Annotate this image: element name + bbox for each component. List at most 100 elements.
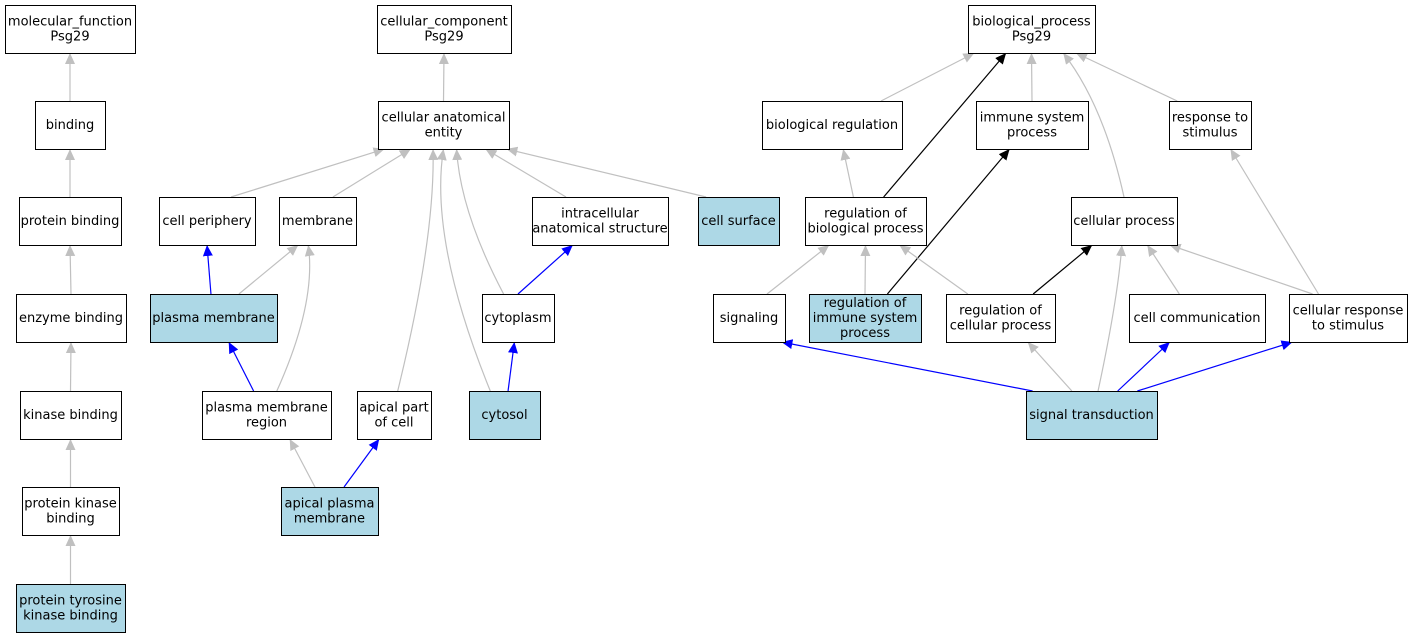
edge-is-a-cytosol-to-cae — [436, 148, 491, 392]
edge-layer — [65, 52, 1320, 584]
node-box — [1129, 294, 1266, 343]
edge-part-of-signal-transduction-to-signaling — [781, 339, 1033, 392]
node-label-line: cellular process — [950, 319, 1052, 334]
edge-is-a-reg-cp-to-reg-bp — [899, 244, 969, 295]
node-label-line: protein tyrosine — [19, 594, 122, 609]
node-box — [377, 5, 512, 54]
node-label-line: immune system — [980, 111, 1085, 126]
edge-is-a-enzyme-binding-to-protein-binding — [65, 244, 76, 295]
node-label-line: cytoplasm — [484, 311, 551, 326]
node-box — [1071, 197, 1178, 246]
node-box — [713, 294, 786, 343]
go-term-node-membrane[interactable]: membrane — [279, 197, 357, 246]
node-box — [482, 294, 555, 343]
node-label-line: protein kinase — [24, 497, 116, 512]
edge-regulates-reg-bp-to-bp-root — [883, 52, 1007, 198]
node-label-line: kinase binding — [23, 609, 118, 624]
go-term-node-cytoplasm[interactable]: cytoplasm — [482, 294, 555, 343]
edge-part-of-apical-pm-to-apical-part — [343, 438, 380, 488]
node-box — [279, 197, 357, 246]
node-box — [1026, 391, 1158, 440]
edge-regulates-reg-cp-to-cellular-process — [1032, 244, 1093, 295]
go-term-node-cytosol[interactable]: cytosol — [469, 391, 541, 440]
node-label-line: cytosol — [481, 408, 527, 423]
node-box — [378, 101, 510, 150]
go-term-node-bio-reg[interactable]: biological regulation — [762, 101, 903, 150]
node-box — [968, 5, 1096, 54]
go-term-node-signaling[interactable]: signaling — [713, 294, 786, 343]
edge-is-a-plasma-membrane-to-membrane — [238, 244, 299, 295]
edge-is-a-reg-bp-to-bio-reg — [840, 148, 854, 198]
node-label-line: kinase binding — [23, 408, 118, 423]
node-label-line: of cell — [374, 416, 413, 431]
go-term-node-enzyme-binding[interactable]: enzyme binding — [16, 294, 127, 343]
node-label-line: process — [840, 326, 890, 341]
edge-part-of-cytoplasm-to-ias — [517, 244, 574, 295]
edge-is-a-signal-transduction-to-cellular-process — [1097, 244, 1127, 392]
go-term-node-protein-binding[interactable]: protein binding — [19, 197, 122, 246]
go-term-node-kinase-binding[interactable]: kinase binding — [20, 391, 122, 440]
node-label-line: to stimulus — [1312, 319, 1384, 334]
go-term-node-cellular-process[interactable]: cellular process — [1071, 197, 1178, 246]
node-label-line: process — [1007, 126, 1057, 141]
node-label-line: molecular_function — [8, 15, 132, 30]
node-box — [805, 197, 927, 246]
node-label-line: apical part — [359, 401, 428, 416]
node-box — [35, 101, 106, 150]
edge-is-a-cytoplasm-to-cae — [452, 148, 505, 295]
node-label-line: intracellular — [561, 207, 639, 222]
node-box — [16, 294, 127, 343]
node-box — [281, 487, 379, 536]
edge-regulates-reg-isp-to-immune-sys — [886, 148, 1011, 295]
go-term-node-cell-comm[interactable]: cell communication — [1129, 294, 1266, 343]
edge-part-of-plasma-membrane-to-cell-periphery — [202, 244, 213, 295]
edge-is-a-cell-resp-stim-to-cellular-process — [1169, 243, 1313, 295]
node-label-line: plasma membrane — [152, 311, 275, 326]
go-term-node-plasma-membrane[interactable]: plasma membrane — [150, 294, 278, 343]
node-box — [1169, 101, 1252, 150]
go-term-node-cell-surface[interactable]: cell surface — [698, 197, 780, 246]
node-box — [1289, 294, 1408, 343]
node-label-line: protein binding — [21, 214, 120, 229]
node-box — [698, 197, 780, 246]
node-box — [946, 294, 1056, 343]
go-term-node-cell-periphery[interactable]: cell periphery — [159, 197, 256, 246]
go-term-node-binding[interactable]: binding — [35, 101, 106, 150]
node-box — [357, 391, 432, 440]
node-box — [159, 197, 256, 246]
edge-is-a-pm-region-to-membrane — [276, 244, 315, 392]
edge-is-a-signal-transduction-to-reg-cp — [1027, 341, 1073, 392]
edge-is-a-resp-stim-to-bp-root — [1075, 52, 1178, 102]
go-term-node-signal-transduction[interactable]: signal transduction — [1026, 391, 1158, 440]
node-label-line: signal transduction — [1029, 408, 1154, 423]
edge-is-a-cell-periphery-to-cae — [230, 147, 385, 198]
edge-is-a-membrane-to-cae — [332, 148, 412, 198]
edge-part-of-pm-region-to-plasma-membrane — [228, 341, 255, 392]
node-label-line: enzyme binding — [19, 311, 123, 326]
node-label-line: regulation of — [824, 207, 907, 222]
edge-is-a-cell-comm-to-cellular-process — [1146, 244, 1180, 295]
node-box — [532, 197, 669, 246]
edge-part-of-cytosol-to-cytoplasm — [507, 341, 518, 392]
edge-is-a-reg-isp-to-reg-bp — [860, 244, 871, 295]
node-box — [19, 197, 122, 246]
node-box — [762, 101, 903, 150]
node-label-line: entity — [425, 126, 463, 141]
edge-is-a-ias-to-cae — [485, 148, 567, 198]
